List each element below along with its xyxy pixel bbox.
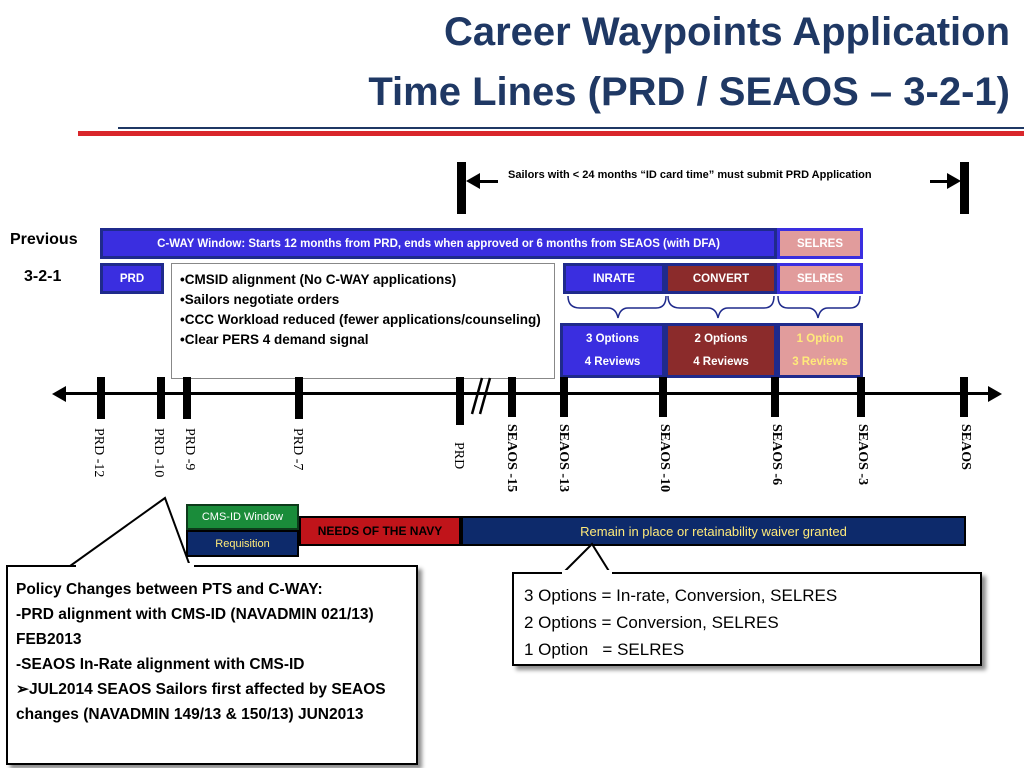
options-callout-pointer-cover xyxy=(562,570,612,575)
selres-321-box: SELRES xyxy=(777,263,863,294)
timeline-axis xyxy=(60,392,994,395)
tick-seaos-10 xyxy=(659,377,667,417)
reviews-count: 4 Reviews xyxy=(693,355,749,368)
timeline-right-arrow xyxy=(988,386,1002,402)
label-prd: PRD xyxy=(451,442,466,470)
callout-line: 3 Options = In-rate, Conversion, SELRES xyxy=(524,586,838,605)
callout-line: 1 Option = SELRES xyxy=(524,640,685,659)
options-count: 1 Option xyxy=(796,333,844,346)
label-seaos-3: SEAOS -3 xyxy=(855,424,870,486)
options-box-3: 3 Options 4 Reviews xyxy=(560,323,665,378)
options-box-2: 2 Options 4 Reviews xyxy=(665,323,777,378)
row-label-3-2-1: 3-2-1 xyxy=(24,268,62,285)
id-card-time-note: Sailors with < 24 months “ID card time” … xyxy=(508,169,872,181)
cms-id-window-box: CMS-ID Window xyxy=(186,504,299,530)
tick-prd-9 xyxy=(183,377,191,419)
brace-selres xyxy=(777,295,861,319)
reviews-count: 4 Reviews xyxy=(584,355,641,368)
bullet-list-box: •CMSID alignment (No C-WAY applications)… xyxy=(171,263,555,379)
title-underline-blue xyxy=(118,127,1024,129)
arrow-right-shaft xyxy=(930,180,952,183)
timeline-break-icon xyxy=(470,377,492,415)
bracket-right xyxy=(960,162,969,214)
callout-line: -PRD alignment with CMS-ID (NAVADMIN 021… xyxy=(16,606,374,648)
options-count: 2 Options xyxy=(694,333,748,346)
arrow-left-shaft xyxy=(478,180,498,183)
tick-seaos-15 xyxy=(508,377,516,417)
callout-pointer-cover xyxy=(76,563,194,569)
page-title-line1: Career Waypoints Application xyxy=(443,10,1010,54)
policy-changes-callout: Policy Changes between PTS and C-WAY: -P… xyxy=(6,565,418,765)
bracket-left xyxy=(457,162,466,214)
tick-prd-12 xyxy=(97,377,105,419)
timeline-left-arrow xyxy=(52,386,66,402)
row-label-previous: Previous xyxy=(10,231,78,248)
arrow-right-head xyxy=(947,173,961,189)
requisition-box: Requisition xyxy=(186,530,299,557)
title-underline-red xyxy=(78,131,1024,136)
options-count: 3 Options xyxy=(585,333,640,346)
label-prd-7: PRD -7 xyxy=(290,428,305,471)
brace-convert xyxy=(667,295,775,319)
label-prd-10: PRD -10 xyxy=(151,428,166,478)
label-seaos-13: SEAOS -13 xyxy=(556,424,571,493)
bullet-item: •CMSID alignment (No C-WAY applications) xyxy=(180,272,457,287)
label-prd-9: PRD -9 xyxy=(182,428,197,471)
callout-line: 2 Options = Conversion, SELRES xyxy=(524,613,779,632)
label-seaos: SEAOS xyxy=(958,424,973,470)
reviews-count: 3 Reviews xyxy=(792,355,848,368)
tick-seaos-3 xyxy=(857,377,865,417)
needs-of-navy-box: NEEDS OF THE NAVY xyxy=(299,516,461,546)
options-legend-callout: 3 Options = In-rate, Conversion, SELRES … xyxy=(512,572,982,666)
tick-prd-10 xyxy=(157,377,165,419)
label-prd-12: PRD -12 xyxy=(91,428,106,478)
inrate-box: INRATE xyxy=(563,263,665,294)
callout-line: ➢JUL2014 SEAOS Sailors first affected by… xyxy=(16,681,386,723)
tick-prd-7 xyxy=(295,377,303,419)
label-seaos-10: SEAOS -10 xyxy=(657,424,672,493)
brace-inrate xyxy=(567,295,667,319)
prd-box: PRD xyxy=(100,263,164,294)
callout-line: Policy Changes between PTS and C-WAY: xyxy=(16,581,323,598)
bullet-item: •Sailors negotiate orders xyxy=(180,292,340,307)
remain-in-place-box: Remain in place or retainability waiver … xyxy=(461,516,966,546)
arrow-left-head xyxy=(466,173,480,189)
label-seaos-6: SEAOS -6 xyxy=(769,424,784,486)
selres-previous-box: SELRES xyxy=(777,228,863,259)
bullet-item: •CCC Workload reduced (fewer application… xyxy=(180,312,541,327)
tick-seaos-6 xyxy=(771,377,779,417)
label-seaos-15: SEAOS -15 xyxy=(504,424,519,493)
tick-seaos-13 xyxy=(560,377,568,417)
page-title-line2: Time Lines (PRD / SEAOS – 3-2-1) xyxy=(368,70,1010,114)
convert-box: CONVERT xyxy=(665,263,777,294)
cway-window-box: C-WAY Window: Starts 12 months from PRD,… xyxy=(100,228,777,259)
tick-prd xyxy=(456,377,464,425)
bullet-item: •Clear PERS 4 demand signal xyxy=(180,332,369,347)
options-box-1: 1 Option 3 Reviews xyxy=(777,323,863,378)
grouping-braces xyxy=(567,295,861,319)
callout-line: -SEAOS In-Rate alignment with CMS-ID xyxy=(16,656,305,673)
tick-seaos xyxy=(960,377,968,417)
